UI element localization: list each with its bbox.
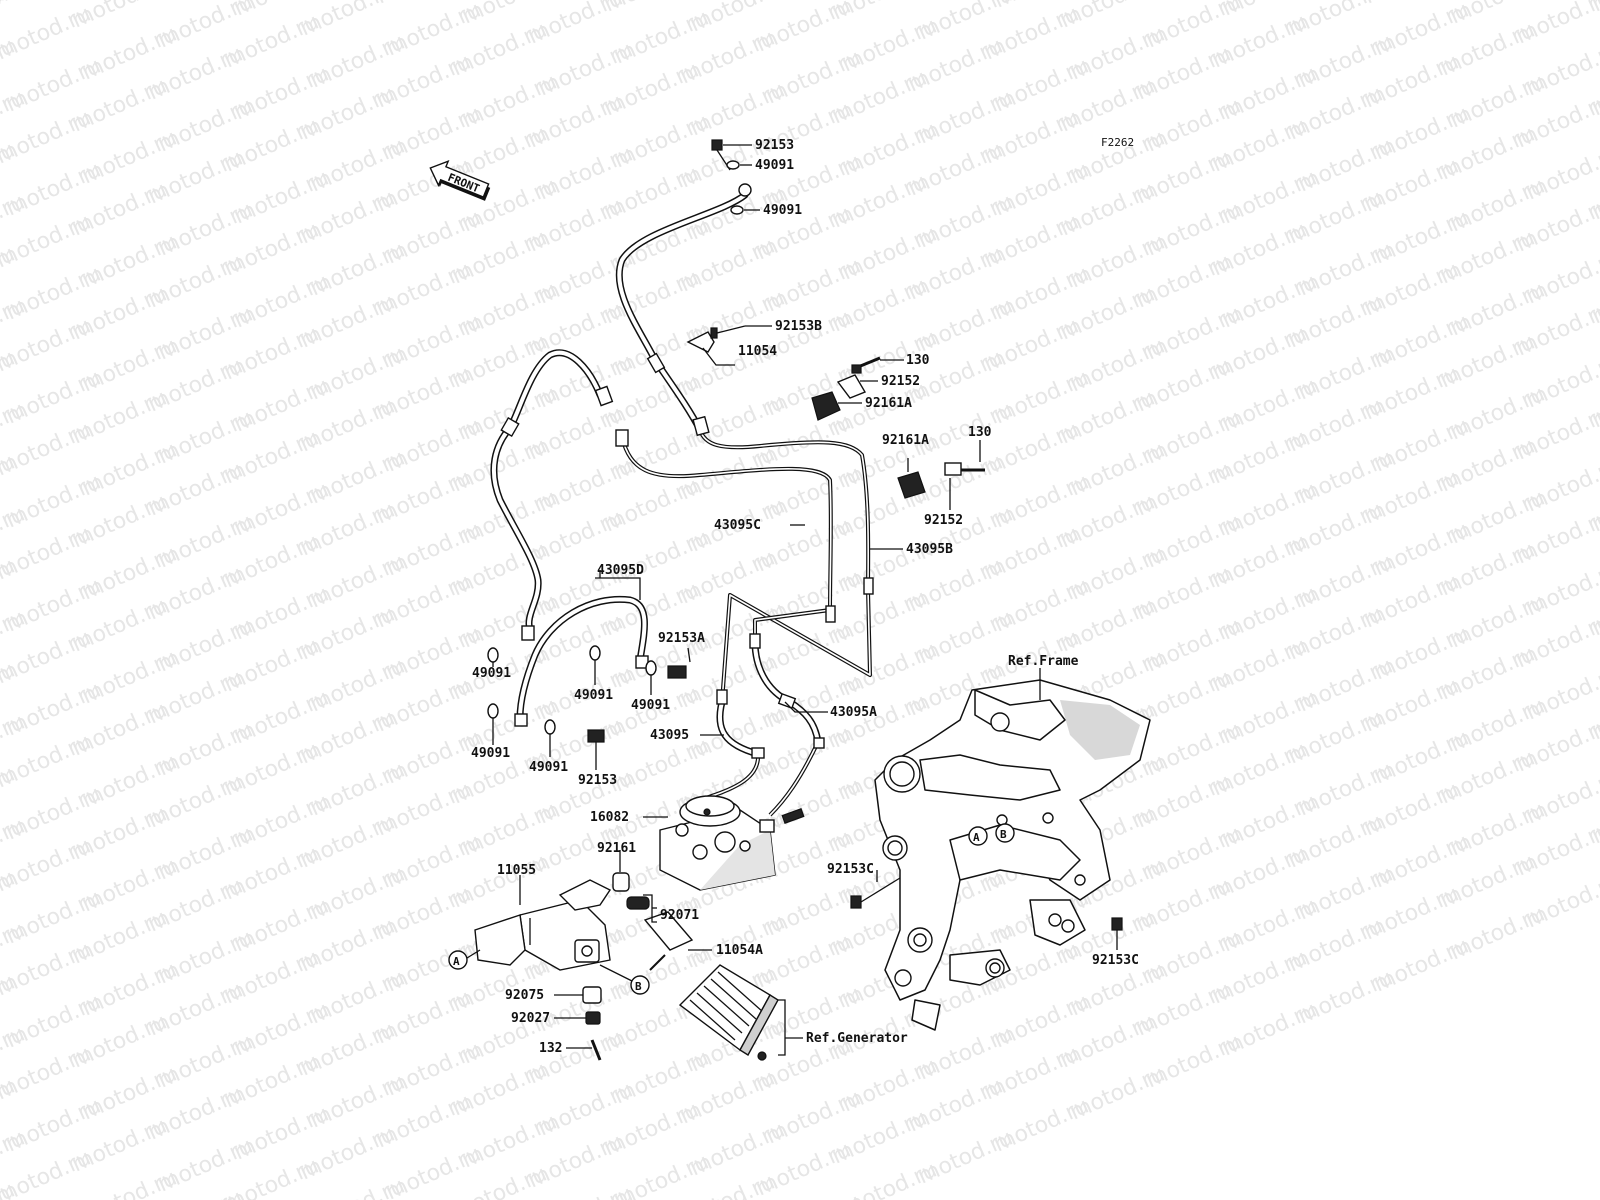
bolt-92153-mid: [587, 729, 605, 743]
label-43095: 43095: [650, 728, 689, 743]
callout-b-bracket: [630, 975, 650, 995]
label-49091-b: 49091: [763, 203, 802, 218]
label-130-b: 130: [968, 425, 992, 440]
bolt-92153C-left: [850, 895, 862, 909]
leader-lines: [492, 144, 1118, 1056]
callout-a-bracket: [448, 950, 468, 970]
bolt-92153C-right: [1111, 917, 1123, 931]
label-92153A: 92153A: [658, 631, 705, 646]
callout-b-bracket-label: B: [635, 980, 642, 993]
label-92161A-a: 92161A: [865, 396, 912, 411]
label-92153B: 92153B: [775, 319, 822, 334]
label-49091-a: 49091: [755, 158, 794, 173]
label-43095D: 43095D: [597, 563, 644, 578]
label-92161A-b: 92161A: [882, 433, 929, 448]
callout-b-frame: [995, 823, 1015, 843]
label-43095B: 43095B: [906, 542, 953, 557]
label-43095A: 43095A: [830, 705, 877, 720]
label-ref-generator: Ref.Generator: [806, 1031, 908, 1046]
label-92071: 92071: [660, 908, 699, 923]
label-11054A: 11054A: [716, 943, 763, 958]
figure-code: F2262: [1101, 136, 1134, 149]
label-11054: 11054: [738, 344, 777, 359]
abs-unit: [659, 795, 805, 891]
label-49091-e: 49091: [631, 698, 670, 713]
callout-a-bracket-label: A: [453, 955, 460, 968]
label-92161: 92161: [597, 841, 636, 856]
label-49091-c: 49091: [472, 666, 511, 681]
label-92027: 92027: [511, 1011, 550, 1026]
label-11055: 11055: [497, 863, 536, 878]
callout-a-frame: [968, 826, 988, 846]
label-92153C-b: 92153C: [1092, 953, 1139, 968]
frame-assembly: [874, 679, 1151, 1031]
label-49091-f: 49091: [471, 746, 510, 761]
label-16082: 16082: [590, 810, 629, 825]
label-130-a: 130: [906, 353, 930, 368]
bolt-92153A: [667, 665, 687, 679]
callout-markers: A B A B: [448, 823, 1015, 995]
label-132: 132: [539, 1041, 562, 1056]
callout-b-frame-label: B: [1000, 828, 1007, 841]
bracket-11055: [474, 879, 612, 971]
label-92153-mid: 92153: [578, 773, 617, 788]
bolt-92153-top: [711, 139, 723, 151]
watermark-text: motod.ru: [1588, 0, 1600, 17]
label-49091-g: 49091: [529, 760, 568, 775]
callout-a-frame-label: A: [973, 831, 980, 844]
label-92152-a: 92152: [881, 374, 920, 389]
label-92075: 92075: [505, 988, 544, 1003]
part-labels: 92153 49091 49091 92153B 11054 130 92152…: [471, 138, 1139, 1056]
fasteners: [487, 139, 1123, 1061]
label-43095C: 43095C: [714, 518, 761, 533]
brake-hoses: [490, 183, 874, 817]
label-92152-b: 92152: [924, 513, 963, 528]
label-92153C-a: 92153C: [827, 862, 874, 877]
label-49091-d: 49091: [574, 688, 613, 703]
label-ref-frame: Ref.Frame: [1008, 654, 1079, 669]
label-92153-top: 92153: [755, 138, 794, 153]
